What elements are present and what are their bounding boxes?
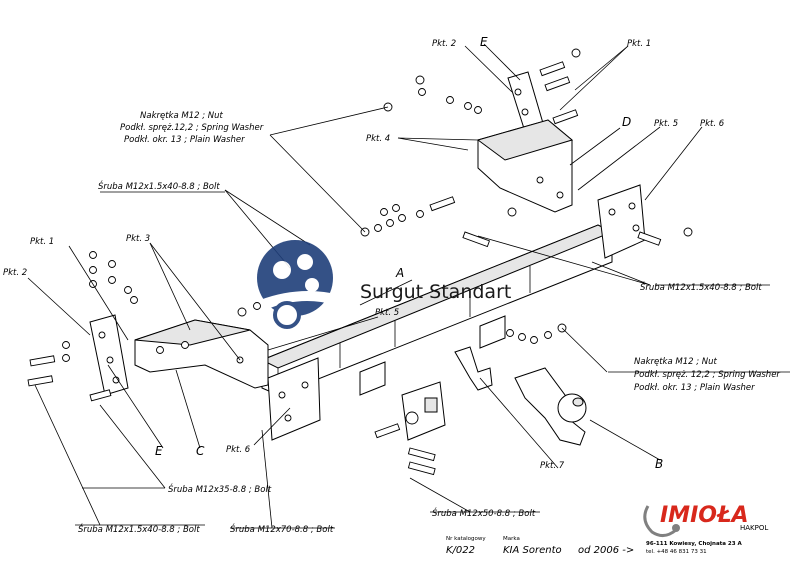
label-pkt1-top: Pkt. 1: [627, 39, 651, 49]
label-nut-top-line1: Nakrętka M12 ; Nut: [140, 111, 224, 121]
hardware-right-nuts: [506, 323, 567, 344]
logo-sub: HAKPOL: [740, 524, 768, 532]
hardware-left-stack: [89, 251, 261, 317]
watermark-text: Surgut Standart: [360, 281, 511, 303]
left-bracket-c: [134, 319, 269, 389]
footer-year-value: od 2006 ->: [578, 545, 634, 556]
tow-ball-b: [514, 367, 587, 446]
pin-bracket-pkt7: [454, 346, 493, 391]
label-pkt6-top: Pkt. 6: [700, 119, 725, 129]
label-pkt6-bottom: Pkt. 6: [226, 445, 251, 455]
hardware-top-left-stack: [360, 196, 517, 237]
cross-beam-a: [260, 224, 614, 396]
label-nut-top-line2: Podkł. spręż.12,2 ; Spring Washer: [120, 123, 264, 133]
left-end-plate: [267, 357, 321, 441]
logo-address: 96-111 Kowiesy, Chojnata 23 A: [646, 541, 742, 547]
footer-brand-value: KIA Sorento: [503, 545, 562, 556]
label-pkt7: Pkt. 7: [540, 461, 565, 471]
leader-lines: [27, 43, 790, 529]
hardware-left-bolts: [27, 341, 112, 402]
label-pkt3: Pkt. 3: [126, 234, 150, 244]
label-e-bottom: E: [155, 444, 163, 458]
watermark-logo: [257, 240, 340, 329]
label-bolt-top-left: Śruba M12x1.5x40-8.8 ; Bolt: [98, 180, 220, 192]
label-bolt-m12x70: Śruba M12x70-8.8 ; Bolt: [230, 523, 334, 535]
label-nut-right-line1: Nakrętka M12 ; Nut: [634, 357, 718, 367]
label-d: D: [622, 115, 631, 129]
label-bolt-m12x50: Śruba M12x50-8.8 ; Bolt: [432, 507, 536, 519]
label-nut-right-line3: Podkł. okr. 13 ; Plain Washer: [634, 383, 755, 393]
hardware-top-nuts: [383, 48, 581, 125]
label-nut-right-line2: Podkł. spręż. 12,2 ; Spring Washer: [634, 370, 780, 380]
hardware-bottom-bolts: [374, 423, 436, 476]
label-bolt-right: Śruba M12x1.5x40-8.8 ; Bolt: [640, 281, 762, 293]
top-bracket-d: [476, 119, 574, 213]
label-c: C: [196, 444, 205, 458]
label-pkt5-top: Pkt. 5: [654, 119, 678, 129]
hardware-right-bolts: [462, 227, 693, 248]
label-bolt-m12x35: Śruba M12x35-8.8 ; Bolt: [168, 483, 272, 495]
label-pkt2-top: Pkt. 2: [432, 39, 456, 49]
label-a: A: [395, 266, 404, 280]
label-pkt4: Pkt. 4: [366, 134, 390, 144]
left-bracket-e: [89, 314, 129, 396]
label-nut-top-line3: Podkł. okr. 13 ; Plain Washer: [124, 135, 245, 145]
right-end-plate: [597, 184, 646, 259]
footer-catalog-label: Nr katalogowy: [446, 536, 486, 542]
label-pkt2-left: Pkt. 2: [3, 268, 27, 278]
label-b: B: [655, 457, 663, 471]
footer-catalog-value: K/022: [446, 545, 475, 556]
socket-plate: [401, 381, 446, 441]
label-pkt5-mid: Pkt. 5: [375, 308, 399, 318]
label-bolt-m12x1-5x40-bottom: Śruba M12x1.5x40-8.8 ; Bolt: [78, 523, 200, 535]
logo-name: IMIOŁA: [660, 503, 749, 528]
label-pkt1-left: Pkt. 1: [30, 237, 54, 247]
footer-brand-label: Marka: [503, 536, 520, 542]
label-e-top: E: [480, 35, 488, 49]
imiola-logo: IMIOŁA HAKPOL: [643, 503, 768, 537]
logo-phone: tel. +48 46 831 73 31: [646, 549, 707, 555]
